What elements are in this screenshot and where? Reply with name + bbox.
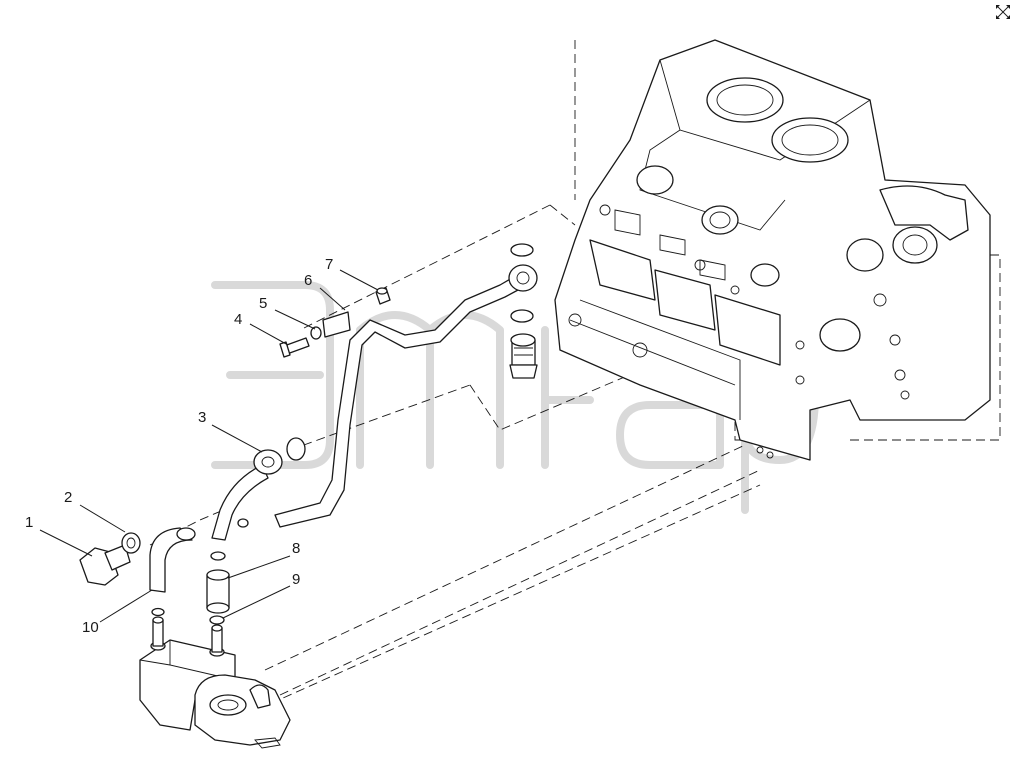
callout-7: 7 xyxy=(325,256,333,273)
part-4-bolt xyxy=(279,337,310,358)
part-10-hose xyxy=(149,527,196,593)
expand-arrows-icon[interactable] xyxy=(996,5,1010,19)
filter-housing xyxy=(139,639,291,749)
part-9-o-ring xyxy=(151,607,225,625)
part-3-banjo-pipe xyxy=(211,437,306,541)
callouts: 1 2 3 4 5 6 7 8 9 10 xyxy=(25,256,333,636)
callout-5: 5 xyxy=(259,295,267,312)
callout-3: 3 xyxy=(198,409,206,426)
callout-10: 10 xyxy=(82,619,99,636)
upper-banjo-bolt xyxy=(509,243,538,379)
callout-6: 6 xyxy=(304,272,312,289)
callout-8: 8 xyxy=(292,540,300,557)
callout-2: 2 xyxy=(64,489,72,506)
leader-lines xyxy=(39,269,379,623)
part-1-banjo-bolt xyxy=(79,544,131,586)
part-2-washer xyxy=(121,532,141,554)
part-5-washer xyxy=(310,326,322,340)
callout-4: 4 xyxy=(234,311,242,328)
part-6-oil-pipe xyxy=(274,264,538,528)
callout-1: 1 xyxy=(25,514,33,531)
part-8-sleeve xyxy=(206,551,230,614)
engine-block xyxy=(554,39,991,461)
part-7-sleeve xyxy=(375,287,391,305)
pipe-stubs xyxy=(152,616,223,653)
callout-9: 9 xyxy=(292,571,300,588)
